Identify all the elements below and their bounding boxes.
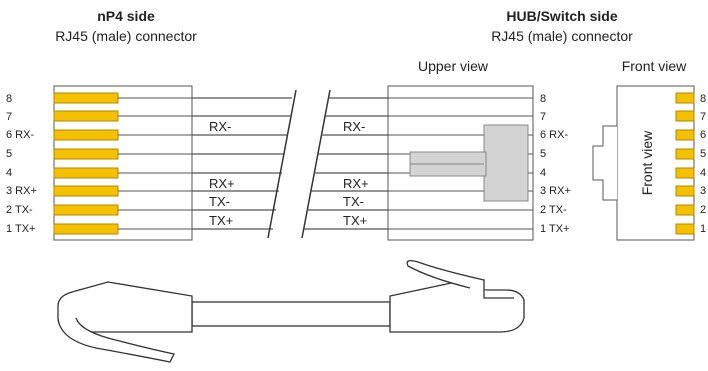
wire-label-tx-plus-right: TX+	[343, 213, 367, 228]
front-view-pin-labels: 8 7 6 5 4 3 2 1	[700, 93, 706, 235]
front-view-connector-body	[616, 85, 695, 241]
wire-label-rx-minus-left: RX-	[209, 119, 231, 134]
left-pin-1	[53, 223, 119, 235]
front-pin-4	[675, 167, 695, 179]
front-pin-7	[675, 110, 695, 122]
left-pin-label: 7	[6, 111, 12, 123]
upper-pin-label: 8	[540, 93, 546, 105]
right-title: HUB/Switch side	[506, 8, 617, 24]
front-pin-3	[675, 185, 695, 197]
wire-label-tx-minus-right: TX-	[343, 194, 364, 209]
front-pin-label: 6	[700, 129, 706, 141]
front-pin-label: 8	[700, 93, 706, 105]
left-title: nP4 side	[97, 8, 155, 24]
left-connector-body	[53, 85, 193, 241]
upper-pin-label: 4	[540, 167, 546, 179]
upper-view-label: Upper view	[418, 58, 489, 74]
front-pin-8	[675, 92, 695, 104]
left-pin-label: 5	[6, 148, 12, 160]
right-plug-edge	[483, 290, 514, 299]
wire-label-tx-minus-left: TX-	[209, 194, 230, 209]
right-subtitle: RJ45 (male) connector	[491, 28, 633, 44]
wires-right-segment	[304, 97, 388, 230]
cable-body	[191, 301, 391, 327]
left-pin-6	[53, 129, 119, 141]
upper-pin-label: 6 RX-	[540, 129, 568, 141]
upper-view-pin-labels: 8 7 6 RX- 5 4 3 RX+ 2 TX- 1 TX+	[540, 93, 571, 235]
upper-pin-label: 5	[540, 148, 546, 160]
front-pin-label: 4	[700, 167, 706, 179]
upper-pin-label: 7	[540, 111, 546, 123]
wire-label-tx-plus-left: TX+	[209, 213, 233, 228]
left-pin-8	[53, 92, 119, 104]
left-pin-7	[53, 110, 119, 122]
front-pin-label: 5	[700, 148, 706, 160]
front-pin-5	[675, 148, 695, 160]
cable-illustration	[57, 260, 525, 363]
left-pin-label: 4	[6, 167, 12, 179]
left-pin-lines	[118, 97, 192, 230]
wire-label-rx-minus-right: RX-	[343, 119, 365, 134]
upper-pin-label: 2 TX-	[540, 204, 567, 216]
left-plug-clip	[57, 317, 175, 363]
front-view-latch	[592, 125, 617, 201]
wires-left-segment	[192, 97, 292, 230]
front-view-label: Front view	[622, 58, 687, 74]
left-pin-label: 1 TX+	[6, 223, 35, 235]
left-pin-5	[53, 148, 119, 160]
left-pin-label: 6 RX-	[6, 129, 34, 141]
front-pin-1	[675, 223, 695, 235]
left-subtitle: RJ45 (male) connector	[55, 28, 197, 44]
front-view-rotated-label: Front view	[639, 130, 655, 195]
left-pin-labels: 8 7 6 RX- 5 4 3 RX+ 2 TX- 1 TX+	[6, 93, 37, 235]
upper-pin-label: 3 RX+	[540, 185, 571, 197]
right-plug-clip	[406, 260, 485, 289]
right-plug	[389, 279, 525, 333]
left-pin-label: 3 RX+	[6, 185, 37, 197]
front-pin-6	[675, 129, 695, 141]
cable-break-marks	[267, 89, 331, 239]
wire-label-rx-plus-right: RX+	[343, 176, 369, 191]
front-view-pins	[675, 92, 695, 235]
latch-body	[483, 124, 529, 202]
front-pin-label: 2	[700, 204, 706, 216]
wire-label-rx-plus-left: RX+	[209, 176, 235, 191]
left-pin-label: 2 TX-	[6, 204, 33, 216]
left-pin-4	[53, 167, 119, 179]
front-pin-label: 7	[700, 111, 706, 123]
left-pin-label: 8	[6, 93, 12, 105]
front-pin-2	[675, 204, 695, 216]
upper-pin-label: 1 TX+	[540, 223, 569, 235]
left-pin-3	[53, 185, 119, 197]
front-pin-label: 3	[700, 185, 706, 197]
front-pin-label: 1	[700, 223, 706, 235]
left-pin-2	[53, 204, 119, 216]
